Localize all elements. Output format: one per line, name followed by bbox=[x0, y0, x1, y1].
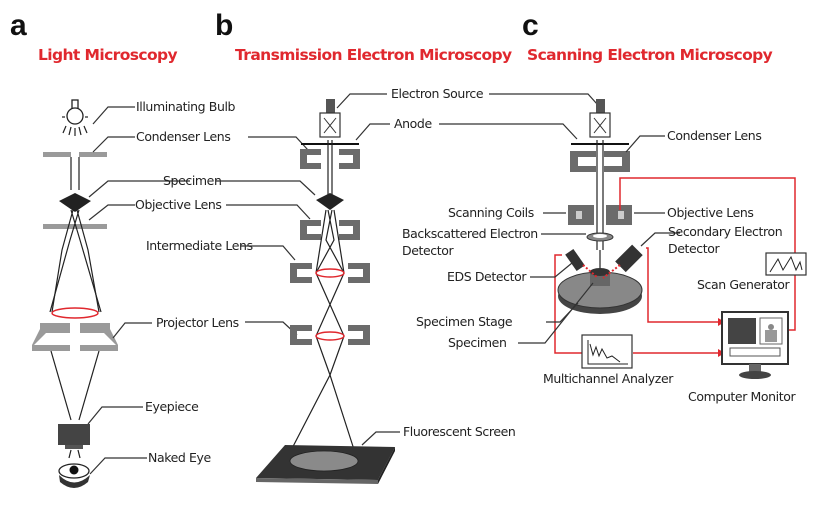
label-sem-specimen: Specimen bbox=[448, 335, 507, 350]
label-condenser-lens: Condenser Lens bbox=[136, 129, 230, 144]
scan-generator-icon bbox=[765, 252, 807, 276]
label-backscattered-line2: Detector bbox=[402, 243, 455, 258]
label-multichannel-analyzer: Multichannel Analyzer bbox=[543, 371, 674, 386]
specimen-stage-icon bbox=[557, 268, 643, 314]
label-sem-condenser-lens: Condenser Lens bbox=[667, 128, 761, 143]
label-anode: Anode bbox=[394, 116, 432, 131]
multichannel-analyzer-icon bbox=[581, 334, 633, 369]
secondary-detector-icon bbox=[615, 244, 643, 273]
fluorescent-screen bbox=[256, 445, 395, 484]
tem-objective-lens bbox=[300, 220, 360, 240]
electron-source-icon bbox=[326, 99, 335, 116]
panel-a-letter: a bbox=[10, 9, 27, 42]
label-illuminating-bulb: Illuminating Bulb bbox=[136, 99, 236, 114]
panel-c-letter: c bbox=[522, 9, 539, 42]
label-electron-source: Electron Source bbox=[391, 86, 484, 101]
panel-b-letter: b bbox=[215, 9, 233, 42]
tem-diagram bbox=[256, 93, 400, 484]
intermediate-image-ellipse bbox=[51, 307, 99, 319]
label-scan-generator: Scan Generator bbox=[697, 277, 791, 292]
eye-icon bbox=[58, 463, 90, 488]
label-eds-detector: EDS Detector bbox=[447, 269, 527, 284]
panel-c-title: Scanning Electron Microscopy bbox=[527, 46, 773, 64]
label-intermediate-lens: Intermediate Lens bbox=[146, 238, 253, 253]
sem-condenser-lens bbox=[570, 151, 630, 172]
tem-intermediate-lens bbox=[290, 263, 370, 283]
label-fluorescent-screen: Fluorescent Screen bbox=[403, 424, 515, 439]
condenser-lens-right bbox=[79, 152, 107, 157]
label-objective-lens: Objective Lens bbox=[135, 197, 222, 212]
specimen-icon bbox=[59, 193, 91, 212]
label-projector-lens: Projector Lens bbox=[156, 315, 239, 330]
objective-lens bbox=[43, 224, 107, 229]
computer-monitor-icon bbox=[721, 311, 789, 379]
condenser-lens-left bbox=[43, 152, 71, 157]
label-eyepiece: Eyepiece bbox=[145, 399, 199, 414]
eds-detector-icon bbox=[565, 248, 585, 272]
label-secondary-line1: Secondary Electron bbox=[668, 224, 782, 239]
label-specimen-stage: Specimen Stage bbox=[416, 314, 513, 329]
label-sem-objective-lens: Objective Lens bbox=[667, 205, 754, 220]
label-secondary-line2: Detector bbox=[668, 241, 721, 256]
tem-projector-lens bbox=[290, 325, 370, 345]
label-computer-monitor: Computer Monitor bbox=[688, 389, 796, 404]
tem-condenser-lens bbox=[300, 149, 360, 169]
panel-b-title: Transmission Electron Microscopy bbox=[235, 46, 512, 64]
panel-a-title: Light Microscopy bbox=[38, 46, 178, 64]
sem-diagram bbox=[518, 99, 807, 379]
label-specimen: Specimen bbox=[163, 173, 222, 188]
eyepiece-icon bbox=[58, 424, 90, 445]
projector-lens bbox=[32, 323, 118, 351]
label-scanning-coils: Scanning Coils bbox=[448, 205, 534, 220]
bulb-icon bbox=[62, 99, 88, 136]
light-microscope-diagram bbox=[32, 99, 190, 488]
label-naked-eye: Naked Eye bbox=[148, 450, 211, 465]
label-backscattered-line1: Backscattered Electron bbox=[402, 226, 538, 241]
